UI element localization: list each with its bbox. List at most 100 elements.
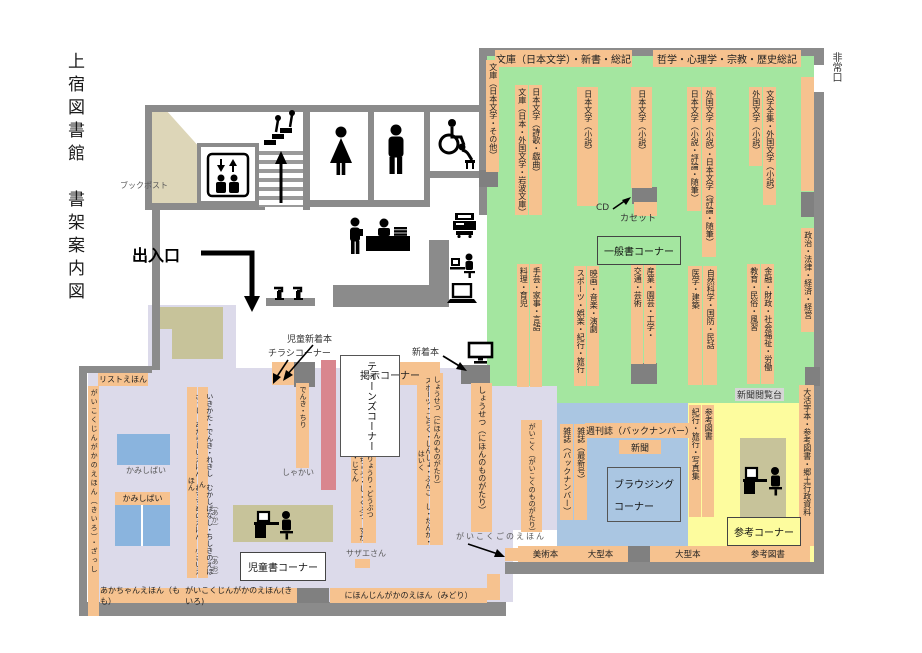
- shelf-cassette: [634, 202, 657, 216]
- shelf-bunko-iwanami: 文庫（日本・外国文学・岩波文庫）: [515, 85, 528, 216]
- service-counter: [429, 240, 449, 307]
- table-divider: [141, 505, 143, 546]
- book-post-area: [152, 112, 197, 205]
- shelf-minwa-zukan: みんわ・さんすう・うちゅう・しょくぶつ ずかん・じてん: [351, 382, 367, 543]
- pillar: [479, 170, 498, 187]
- shelf-foreign-jp-lit: 外国文学（小説）・日本文学（評論・随筆）: [702, 87, 716, 257]
- cd-label: CD: [596, 203, 610, 213]
- wall: [79, 366, 87, 616]
- wall: [814, 92, 824, 574]
- elevator-icon: [206, 152, 250, 198]
- general-corner-box: 一般書コーナー: [597, 236, 681, 265]
- shelf-kamishibai: かみしばい: [115, 492, 170, 505]
- pillar: [297, 588, 329, 603]
- teens-corner-box: ティーンズコーナー: [340, 355, 400, 457]
- shelf-industry-engineering: 産業・園芸・工学・: [644, 264, 656, 364]
- children-corner-box: 児童書コーナー: [240, 552, 326, 581]
- pillar: [294, 362, 315, 387]
- woman-icon: [330, 126, 352, 175]
- shelf-medicine-architecture: 医学・建築: [688, 266, 702, 385]
- wall: [430, 171, 482, 178]
- wall: [84, 366, 152, 373]
- new-books-label: 新着本: [412, 348, 440, 358]
- stairs-people-icon: [264, 110, 295, 145]
- shelf-sports-travel: スポーツ・娯楽・紀行・旅行: [574, 266, 586, 386]
- shelf-biography-history: いきかた・でんき・れきし むかしばなし・ちしきのえほん: [198, 387, 214, 578]
- shelf-movie-music: 映画・音楽・演劇: [587, 266, 599, 386]
- shelf-denki-chiri: でんき・ちり: [296, 383, 309, 468]
- reference-corner-box: 参考コーナー: [727, 517, 801, 546]
- pillar: [632, 187, 657, 204]
- aka-label: （あか）: [211, 502, 219, 530]
- pillar: [631, 363, 657, 384]
- shelf-list-ehon: リストえほん: [98, 373, 148, 386]
- pillar: [461, 365, 490, 384]
- copier-icon: [453, 213, 476, 238]
- shelf-jp-novels-2: 日本文学（小説）: [631, 87, 652, 188]
- shelf-literature-collection: 文学全集・外国文学（小説）: [763, 87, 776, 205]
- children-desk-icon: [254, 510, 293, 540]
- entrance-arrow: [201, 250, 260, 312]
- new-books-arrow: [442, 355, 467, 371]
- shelf-large-reference: 大型本参考図書: [650, 546, 810, 562]
- shelf-foreign-stories: がいこく（がいこくのものがたり）: [521, 420, 542, 535]
- shelf-politics-economy: 政治・法律・経済・経営: [801, 228, 814, 332]
- wall: [479, 48, 487, 215]
- shelf-cooking-childcare: 料理・育児: [517, 264, 529, 387]
- shelf-jp-stories-2: しょうせつ（にほんのものがたり）: [471, 383, 492, 532]
- wall: [505, 562, 824, 574]
- pc-user-icon: [450, 253, 475, 278]
- shelf-weekly-magazine: 週刊誌（バックナンバー）: [585, 423, 695, 438]
- children-new-books-arrow: [283, 344, 314, 381]
- shelf-foreign-picture-small: [505, 548, 518, 561]
- foreign-picture-books-label: がいこくごのえほん: [456, 532, 546, 541]
- wall: [152, 207, 160, 370]
- opac-monitor-icon: [467, 341, 494, 364]
- service-counter-icon: [350, 217, 410, 254]
- shelf-art-large-books: 美術本大型本: [518, 546, 628, 562]
- shelf-reference-books: 参考図書: [702, 405, 714, 517]
- man-icon: [388, 124, 404, 174]
- shelf-large-print: 大活字本・参考図書・郷土行政資料: [799, 385, 814, 546]
- wheelchair-icon: [438, 119, 466, 155]
- shelf-traffic-art: 交通・芸術: [631, 264, 643, 364]
- shelf-natural-science: 自然科学・国防・民話: [703, 266, 717, 385]
- book-post-label: ブックポスト: [120, 181, 168, 190]
- entrance-label: 出入口: [132, 246, 181, 265]
- shelf-jp-artist-ehon: にほんじんがかのえほん（みどり）: [330, 588, 487, 603]
- shelf-philosophy-history: 哲学・心理学・宗教・歴史総記: [653, 50, 801, 67]
- cd-arrow: [612, 197, 631, 210]
- teens-shelf: [321, 360, 336, 490]
- wall: [79, 602, 506, 616]
- shelf-travel-photo: 紀行・旅行・写真集: [689, 405, 701, 517]
- flyer-corner-arrow: [273, 359, 289, 384]
- stairs-up-arrow: [275, 151, 287, 203]
- shelf-bunko-other: 文庫（日本文学・その他）: [486, 60, 499, 172]
- laptop-icon: [447, 283, 477, 303]
- water-fountain-icon: [293, 286, 303, 300]
- bench-block-a: [152, 307, 223, 329]
- kamishibai-label: かみしばい: [126, 466, 166, 475]
- wall: [145, 105, 487, 112]
- shelf-education-folklore: 教育・民俗・風習: [747, 264, 760, 384]
- wall: [368, 109, 374, 207]
- wall: [145, 105, 152, 210]
- wall: [424, 109, 430, 207]
- shelf-bunko-shinsho: 文庫（日本文学）・新書・総記: [495, 50, 632, 67]
- shelf-right-edge: [801, 77, 814, 191]
- shelf-jp-stories-1: しょうせつ（にほんのものがたり）: [430, 373, 443, 545]
- water-fountain-icon: [274, 286, 284, 300]
- wall: [303, 200, 430, 207]
- shelf-foreign-artist-ehon-left: がいこくじんがかのえほん（きいろ）・ざっし: [88, 386, 99, 616]
- wall: [145, 203, 265, 210]
- pillar: [801, 192, 814, 217]
- shelf-recommended-ehon: ざっし・あたらしいえほん・おすすめのえほん 小さいえほん: [187, 387, 203, 578]
- wall: [266, 298, 315, 306]
- emergency-exit-label: 非常口: [830, 52, 841, 82]
- ao-label: （あお）: [211, 551, 219, 579]
- browsing-corner-box: ブラウジングコーナー: [607, 467, 681, 522]
- shelf-children-sports-bunko: スポーツ・ごらく・しんしょ・ぶんこ し・たんか・はいく: [417, 373, 433, 545]
- cassette-label: カセット: [620, 214, 657, 224]
- newspaper-stand-label: 新聞閲覧台: [735, 388, 785, 401]
